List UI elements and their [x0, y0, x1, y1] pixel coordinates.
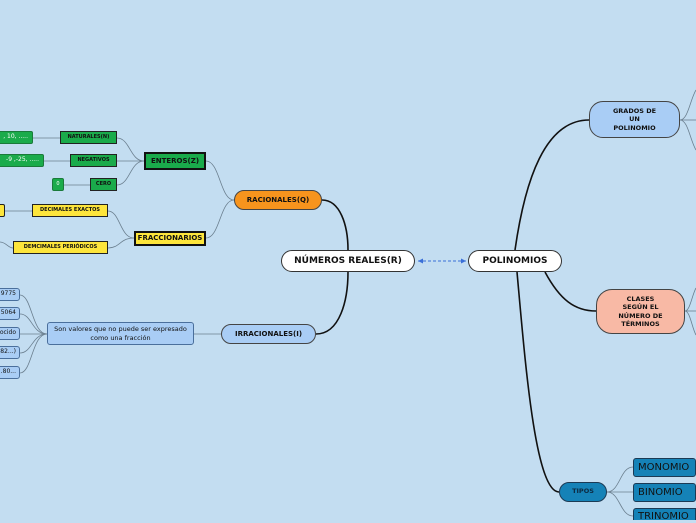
leaf-irracional-example[interactable]: 82...) — [0, 346, 20, 359]
leaf-irracional-example[interactable]: ocido — [0, 327, 20, 340]
leaf-irracional-example[interactable]: 5064 — [0, 307, 20, 320]
node-naturales[interactable]: NATURALES(N) — [60, 131, 117, 144]
node-grados-de-un-polinomio[interactable]: GRADOS DE UN POLINOMIO — [589, 101, 680, 138]
link-desc-ex0 — [19, 294, 48, 335]
link-desc-ex4 — [19, 333, 48, 374]
arrow-left — [418, 258, 423, 264]
node-clases-segun-terminos[interactable]: CLASES SEGÚN EL NÚMERO DE TÉRMINOS — [596, 289, 685, 334]
leaf-naturales-example[interactable]: , 10, ..... — [0, 131, 33, 144]
link-tipos-monomio — [606, 466, 634, 493]
link-root-irracionales — [315, 271, 349, 335]
link-fracc-exactos — [107, 210, 135, 239]
node-decimales-periodicos[interactable]: DEMCIMALES PERIÓDICOS — [13, 241, 108, 254]
node-negativos[interactable]: NEGATIVOS — [70, 154, 117, 167]
node-enteros[interactable]: ENTEROS(Z) — [144, 152, 206, 170]
leaf-exactos[interactable] — [0, 204, 5, 217]
link-grados-out1 — [679, 89, 696, 121]
leaf-cero-example[interactable]: 0 — [52, 178, 64, 191]
link-poly-clases — [544, 271, 597, 312]
link-poly-tipos — [516, 271, 560, 493]
link-enteros-cero — [116, 160, 145, 186]
node-racionales[interactable]: RACIONALES(Q) — [234, 190, 322, 210]
node-cero[interactable]: CERO — [90, 178, 117, 191]
link-poly-grados — [514, 119, 590, 251]
link-racionales-fracc — [205, 199, 235, 239]
leaf-monomio[interactable]: MONOMIO — [633, 458, 696, 477]
leaf-irracional-example[interactable]: 9775 — [0, 288, 20, 301]
leaf-trinomio[interactable]: TRINOMIO — [633, 508, 696, 522]
node-polinomios[interactable]: POLINOMIOS — [468, 250, 562, 272]
leaf-binomio[interactable]: BINOMIO — [633, 483, 696, 502]
node-irracionales-description[interactable]: Son valores que no puede ser expresado c… — [47, 322, 194, 345]
link-fracc-periodicos — [107, 237, 135, 249]
leaf-negativos-example[interactable]: -9 ,-25, ..... — [0, 154, 44, 167]
arrow-right — [461, 258, 466, 264]
link-periodicos-leaf — [0, 241, 14, 249]
leaf-irracional-example[interactable]: .80... — [0, 366, 20, 379]
link-enteros-naturales — [116, 137, 145, 162]
link-clases-out1 — [684, 287, 696, 312]
node-tipos[interactable]: TIPOS — [559, 482, 607, 502]
node-irracionales[interactable]: IRRACIONALES(I) — [221, 324, 316, 344]
node-decimales-exactos[interactable]: DECIMALES EXACTOS — [32, 204, 108, 217]
link-grados-out3 — [679, 119, 696, 151]
link-root-racionales — [321, 199, 349, 251]
link-desc-ex1 — [19, 313, 48, 335]
link-racionales-enteros — [205, 160, 235, 201]
node-numeros-reales[interactable]: NÚMEROS REALES(R) — [281, 250, 415, 272]
node-fraccionarios[interactable]: FRACCIONARIOS — [134, 231, 206, 246]
link-tipos-trinomio — [606, 491, 634, 517]
link-clases-out3 — [684, 310, 696, 336]
